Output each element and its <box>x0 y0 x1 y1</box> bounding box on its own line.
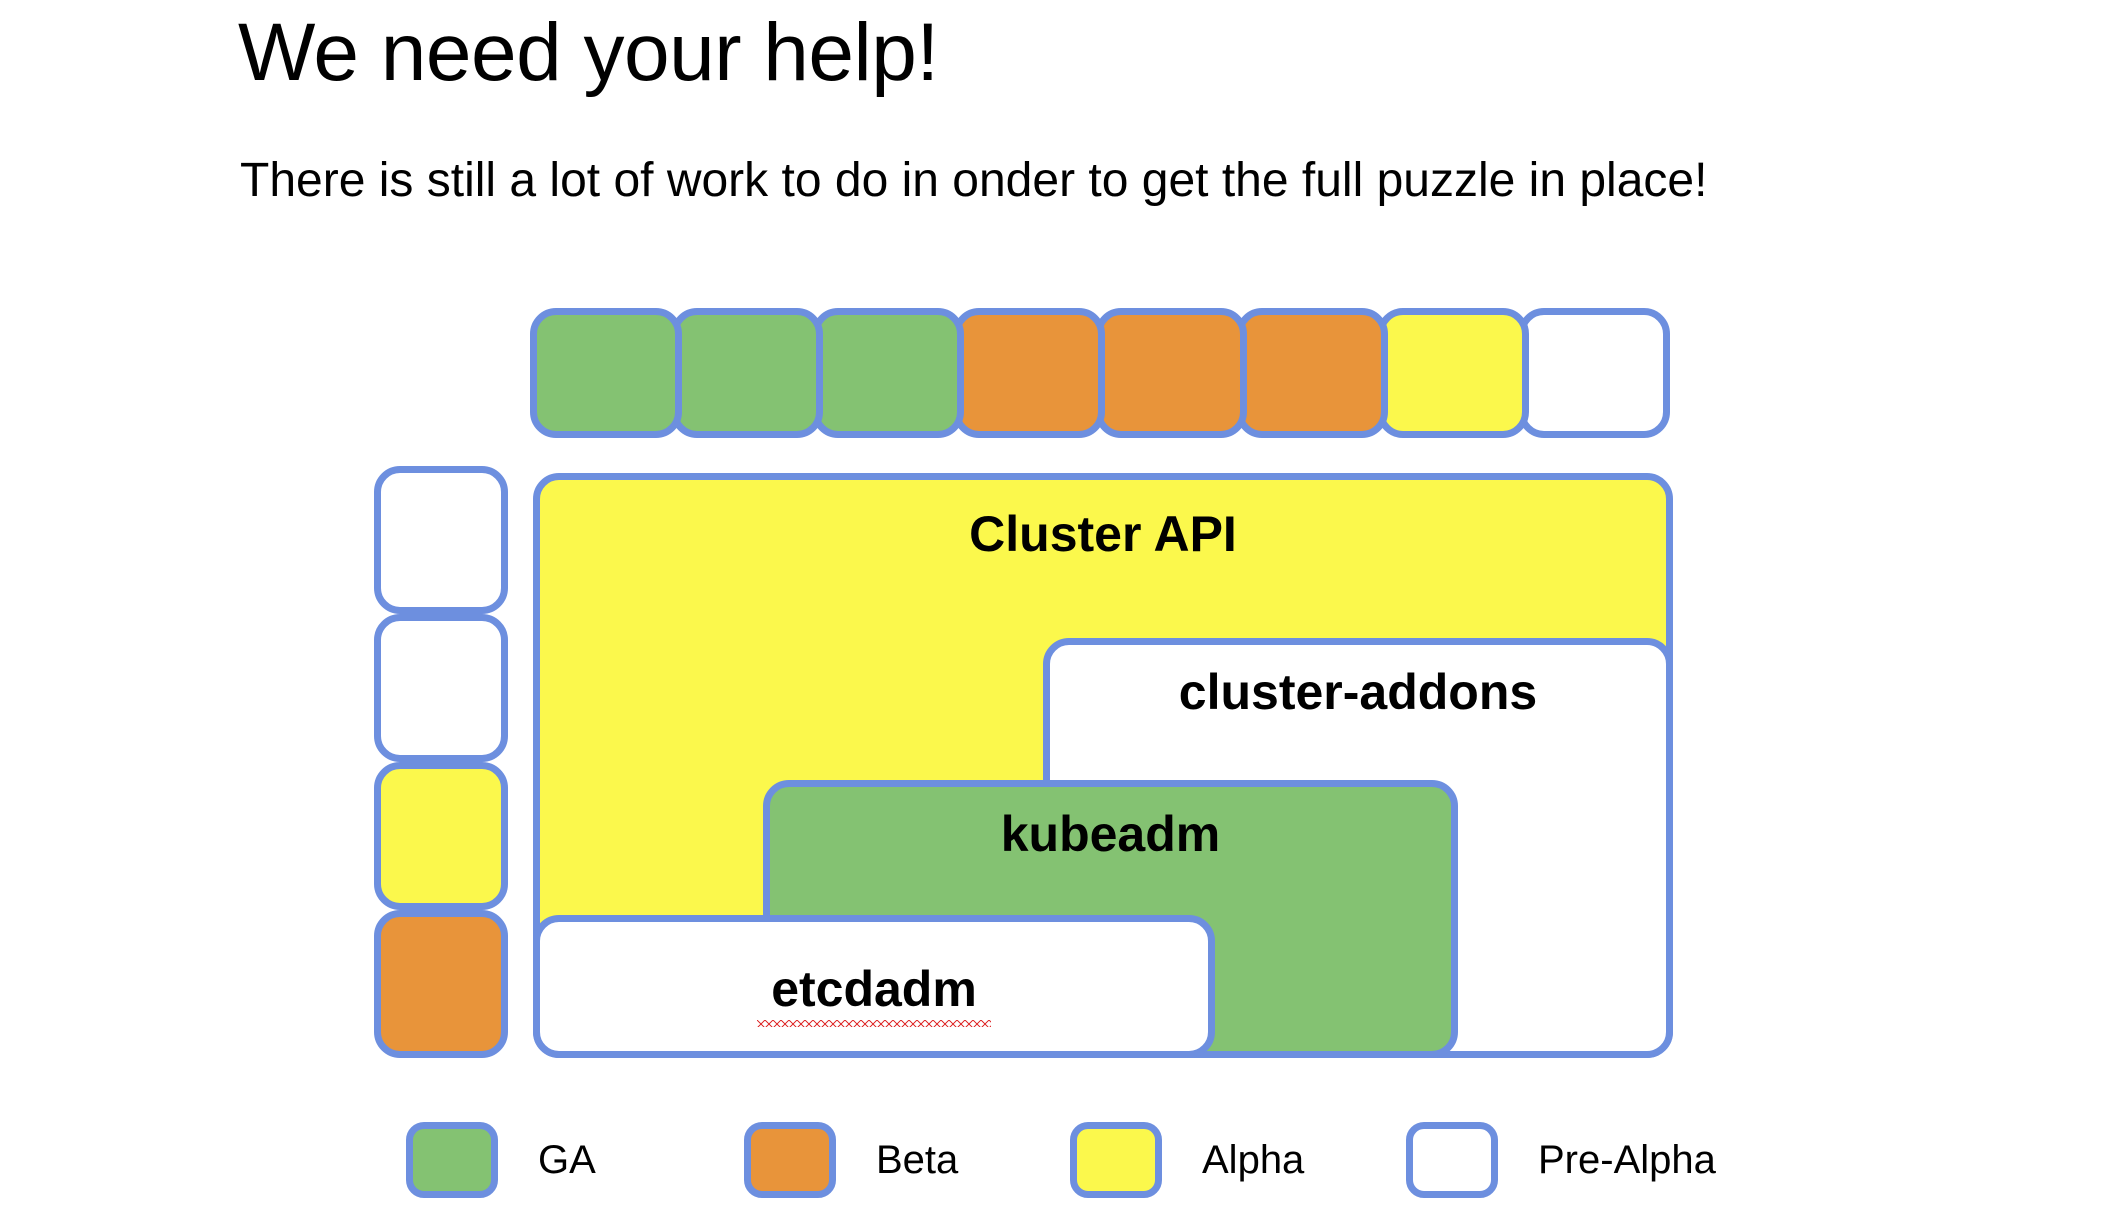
legend-label-alpha: Alpha <box>1202 1137 1305 1182</box>
provisioner-cell-5[interactable] <box>1095 308 1247 438</box>
legend-item-beta: Beta <box>744 1120 958 1200</box>
provisioner-cell-1[interactable] <box>530 308 682 438</box>
provisioner-cell-7[interactable] <box>1377 308 1529 438</box>
legend-item-pre-alpha: Pre-Alpha <box>1406 1120 1716 1200</box>
legend-label-beta: Beta <box>876 1137 959 1182</box>
component-config-cell-3[interactable] <box>374 762 508 910</box>
box-etcdadm-label-wrap: etcdadm <box>533 960 1215 1018</box>
box-kubeadm-label: kubeadm <box>1000 806 1221 862</box>
legend-swatch-beta <box>744 1122 836 1198</box>
component-config-cell-1[interactable] <box>374 466 508 614</box>
component-config-cell-2[interactable] <box>374 614 508 762</box>
legend-swatch-alpha <box>1070 1122 1162 1198</box>
legend-label-ga: GA <box>538 1137 596 1182</box>
provisioner-strip <box>530 308 1670 438</box>
component-config-cell-4[interactable] <box>374 910 508 1058</box>
slide-title: We need your help! <box>238 7 939 98</box>
legend-label-pre-alpha: Pre-Alpha <box>1538 1137 1716 1182</box>
box-cluster-api-label: Cluster API <box>969 506 1237 562</box>
legend-item-ga: GA <box>406 1120 596 1200</box>
legend-swatch-ga <box>406 1122 498 1198</box>
slide-subtitle: There is still a lot of work to do in on… <box>240 154 1708 207</box>
provisioner-cell-3[interactable] <box>812 308 964 438</box>
box-etcdadm-label: etcdadm <box>771 961 977 1021</box>
legend-item-alpha: Alpha <box>1070 1120 1304 1200</box>
provisioner-cell-2[interactable] <box>671 308 823 438</box>
box-cluster-addons-label: cluster-addons <box>1178 664 1538 720</box>
provisioner-cell-8[interactable] <box>1518 308 1670 438</box>
provisioner-cell-6[interactable] <box>1236 308 1388 438</box>
legend-swatch-pre-alpha <box>1406 1122 1498 1198</box>
provisioner-cell-4[interactable] <box>953 308 1105 438</box>
